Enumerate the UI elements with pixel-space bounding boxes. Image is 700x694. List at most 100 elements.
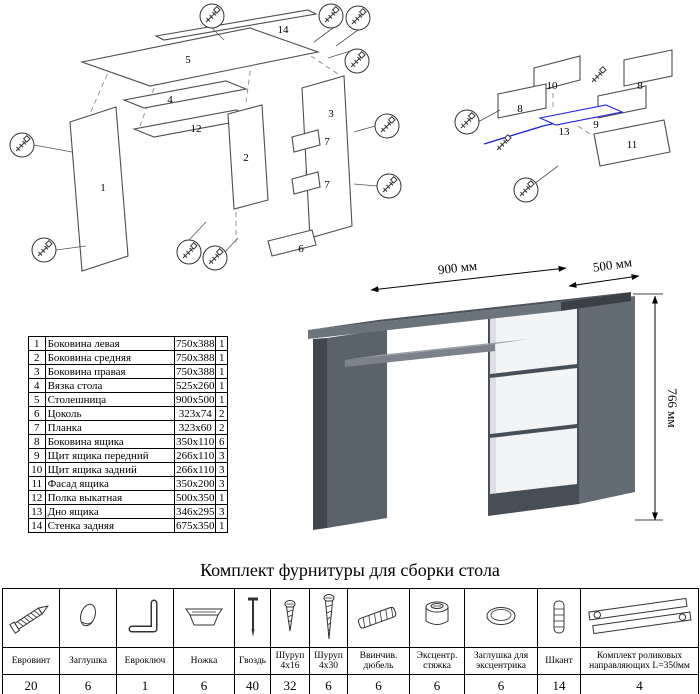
- screw-callout-icon: [346, 6, 370, 30]
- part-size: 346x295: [173, 504, 217, 519]
- dim-width-label: 900 мм: [437, 258, 478, 277]
- part-name: Цоколь: [44, 406, 175, 421]
- part-tabletop: [79, 27, 321, 87]
- desk-left-panel-edge: [313, 338, 327, 530]
- part-size: 750x388: [173, 336, 217, 351]
- desk-right-side: [579, 296, 635, 504]
- hardware-table: Евровинт Заглушка Евроключ Ножка Гвоздь …: [2, 588, 699, 694]
- hardware-name: Ножка: [173, 647, 235, 675]
- part-size: 525x260: [173, 378, 217, 393]
- hardware-icon-cell: [270, 588, 310, 648]
- hardware-qty: 6: [173, 674, 235, 694]
- part-drawer-facade: [593, 119, 671, 167]
- part-label: 1: [100, 182, 106, 194]
- part-qty: 1: [215, 518, 228, 533]
- part-number: 4: [28, 378, 46, 393]
- part-size: 323x74: [173, 406, 217, 421]
- hardware-name: Заглушка: [59, 647, 117, 675]
- hardware-qty: 32: [270, 674, 310, 694]
- hardware-qty: 1: [116, 674, 174, 694]
- allen-key-icon: [128, 599, 158, 632]
- hardware-name: Гвоздь: [234, 647, 271, 675]
- hardware-qty: 6: [409, 674, 465, 694]
- dim-depth-label: 500 мм: [592, 254, 633, 274]
- part-label: 11: [627, 139, 638, 151]
- part-name: Щит ящика задний: [44, 462, 175, 477]
- hardware-qty: 20: [2, 674, 60, 694]
- part-qty: 3: [215, 504, 228, 519]
- hardware-name: Эксцентр. стяжка: [409, 647, 465, 675]
- hardware-qty: 6: [464, 674, 538, 694]
- part-qty: 1: [215, 392, 228, 407]
- hardware-icon-cell: [464, 588, 538, 648]
- part-left-side: [69, 106, 129, 272]
- part-strip-1: [291, 129, 321, 153]
- hardware-name: Заглушка для эксцентрика: [464, 647, 538, 675]
- part-number: 8: [28, 434, 46, 449]
- part-label: 2: [243, 152, 249, 164]
- dimension-lines: [370, 265, 663, 521]
- part-name: Боковина ящика: [44, 434, 175, 449]
- part-label: 13: [559, 126, 571, 138]
- part-qty: 2: [215, 420, 228, 435]
- part-name: Стенка задняя: [44, 518, 175, 533]
- screw-callout-icon: [345, 49, 369, 73]
- screw-callout-icon: [10, 133, 34, 157]
- hardware-icon-row: [2, 588, 699, 648]
- part-number: 9: [28, 448, 46, 463]
- wood-dowel-icon: [553, 600, 565, 633]
- part-size: 900x500: [173, 392, 217, 407]
- hardware-icon-cell: [234, 588, 271, 648]
- part-plinth: [267, 229, 317, 257]
- part-drawer-back: [533, 55, 581, 93]
- hardware-qty: 6: [309, 674, 348, 694]
- hardware-name: Ввинчив. дюбель: [347, 647, 410, 675]
- part-label: 8: [517, 103, 523, 115]
- hardware-icon-cell: [59, 588, 117, 648]
- hardware-name: Евровинт: [2, 647, 60, 675]
- eccentric-cam-icon: [425, 601, 449, 625]
- hardware-name: Шуруп 4х16: [270, 647, 310, 675]
- part-right-side: [301, 75, 353, 239]
- part-label: 3: [328, 108, 334, 120]
- part-label: 4: [167, 94, 173, 106]
- part-label: 12: [191, 123, 202, 135]
- screw-callout-icon: [375, 114, 399, 138]
- nail-icon: [247, 597, 258, 637]
- part-label: 7: [324, 136, 330, 148]
- part-qty: 2: [215, 406, 228, 421]
- hardware-qty: 14: [537, 674, 581, 694]
- part-size: 350x110: [173, 434, 217, 449]
- hardware-icon-cell: [347, 588, 410, 648]
- part-size: 500x350: [173, 490, 217, 505]
- screw-callout-icon: [455, 110, 479, 134]
- part-number: 10: [28, 462, 46, 477]
- desk-drawer-1: [490, 308, 577, 374]
- part-qty: 3: [215, 476, 228, 491]
- part-qty: 1: [215, 490, 228, 505]
- hardware-qty-row: 20 6 1 6 40 32 6 6 6 6 14 4: [2, 674, 699, 694]
- desk-top-front-edge: [308, 302, 561, 339]
- part-label: 5: [185, 54, 191, 66]
- part-qty: 1: [215, 378, 228, 393]
- part-size: 750x388: [173, 350, 217, 365]
- part-label: 9: [593, 119, 599, 131]
- hardware-name: Шуруп 4х30: [309, 647, 348, 675]
- part-number: 11: [28, 476, 46, 491]
- part-number: 7: [28, 420, 46, 435]
- dim-height-label: 766 мм: [665, 388, 680, 427]
- hardware-name-row: Евровинт Заглушка Евроключ Ножка Гвоздь …: [2, 647, 699, 675]
- part-name: Фасад ящика: [44, 476, 175, 491]
- part-drawer-bottom: [538, 104, 624, 126]
- exploded-view-drawer: 10 8 8 9 13 11: [448, 49, 673, 213]
- part-number: 5: [28, 392, 46, 407]
- part-number: 1: [28, 336, 46, 351]
- threaded-dowel-icon: [357, 606, 396, 629]
